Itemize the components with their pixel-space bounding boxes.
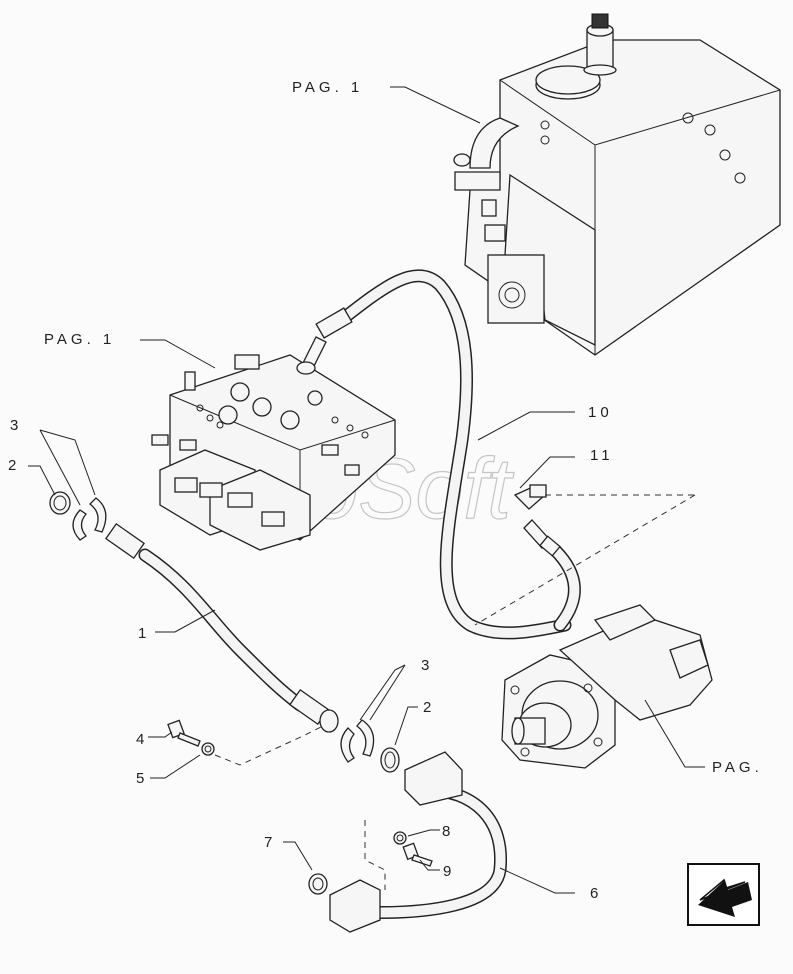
small-parts — [308, 831, 433, 895]
callout-10: 10 — [588, 404, 613, 421]
callout-pag1-tank: PAG. 1 — [292, 79, 363, 96]
callout-1: 1 — [138, 625, 146, 642]
control-valve-block — [151, 354, 396, 551]
flange-set-right — [340, 719, 400, 773]
hydraulic-tank — [453, 13, 781, 356]
assembly-lines — [214, 494, 696, 890]
callout-6: 6 — [590, 885, 598, 902]
callout-3-left: 3 — [10, 417, 18, 434]
hydraulic-pump — [501, 604, 713, 769]
flange-set-left — [49, 491, 107, 541]
callout-9: 9 — [443, 863, 451, 880]
next-arrow-icon[interactable] — [687, 863, 760, 926]
callout-8: 8 — [442, 823, 450, 840]
callout-11: 11 — [590, 447, 614, 464]
hose-10 — [296, 269, 572, 640]
callout-pag1-valve: PAG. 1 — [44, 331, 115, 348]
callout-4: 4 — [136, 731, 144, 748]
leader-lines — [28, 86, 705, 894]
hose-11 — [513, 484, 581, 632]
callout-3-right: 3 — [421, 657, 429, 674]
callout-pag-pump: PAG. — [712, 759, 763, 776]
bolt-and-washer — [167, 719, 215, 756]
hose-1 — [105, 522, 339, 733]
pipe-6 — [329, 751, 508, 933]
callout-2-left: 2 — [8, 457, 16, 474]
callout-5: 5 — [136, 770, 144, 787]
callout-2-right: 2 — [423, 699, 431, 716]
callout-7: 7 — [264, 834, 272, 851]
